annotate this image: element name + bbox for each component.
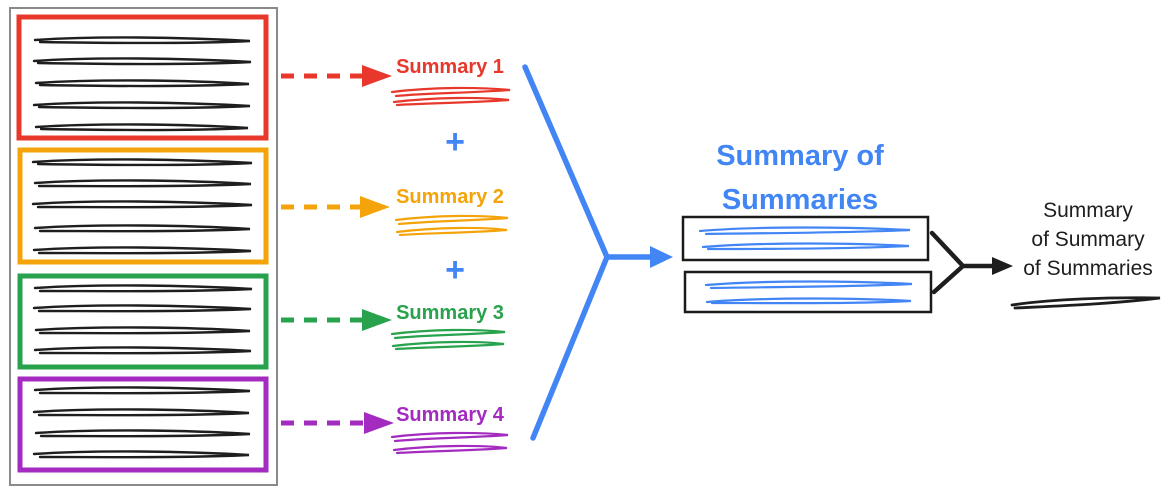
doc1-to-summary1-arrow (281, 65, 392, 87)
arrowhead-green (362, 309, 392, 331)
summary-1-scribbles (390, 86, 511, 107)
summary-of-summaries-box-2 (683, 270, 933, 314)
summary-2-label: Summary 2 (396, 186, 504, 208)
final-merge-arrow (929, 230, 1013, 295)
final-summary-scribble (1010, 296, 1161, 310)
summary-of-summaries-scribbles-1 (698, 226, 911, 251)
summary-4-label: Summary 4 (396, 404, 504, 426)
summary-of-summaries-box-1 (681, 215, 930, 262)
summary-of-summaries-title-line2: Summaries (721, 184, 879, 216)
arrowhead-yellow (360, 196, 390, 218)
doc-section-3-text-scribbles (32, 284, 253, 355)
summary-3-scribbles (390, 328, 506, 351)
plus-operator-2: + (445, 251, 465, 289)
doc-section-2-box (17, 147, 269, 265)
final-summary-line1: Summary (1043, 199, 1133, 222)
final-summary-label: Summary of Summary of Summaries (1006, 196, 1170, 283)
summary-4-scribbles (390, 431, 509, 455)
doc-section-2-text-scribbles (31, 158, 253, 255)
doc-section-3-box (17, 273, 269, 370)
doc-section-1-box (16, 14, 269, 141)
doc3-to-summary3-arrow (281, 309, 392, 331)
plus-operator-1: + (445, 123, 465, 161)
summary-2-scribbles (394, 214, 509, 237)
summary-of-summaries-title: Summary of Summaries (672, 134, 928, 222)
doc-section-4-text-scribbles (32, 386, 251, 459)
doc-section-4-box (17, 376, 269, 473)
arrowhead-blue (650, 246, 673, 268)
doc-section-1-text-scribbles (32, 36, 252, 132)
arrowhead-purple (364, 412, 394, 434)
summary-3-label: Summary 3 (396, 302, 504, 324)
summary-1-label: Summary 1 (396, 56, 504, 78)
summaries-merge-arrow (522, 64, 673, 441)
doc4-to-summary4-arrow (281, 412, 394, 434)
final-summary-line3: of Summaries (1023, 257, 1153, 280)
summary-of-summaries-title-line1: Summary of (716, 140, 884, 172)
summary-of-summaries-scribbles-2 (704, 280, 913, 305)
arrowhead-red (362, 65, 392, 87)
arrowhead-black (992, 257, 1013, 275)
final-summary-line2: of Summary (1031, 228, 1145, 251)
doc2-to-summary2-arrow (281, 196, 390, 218)
